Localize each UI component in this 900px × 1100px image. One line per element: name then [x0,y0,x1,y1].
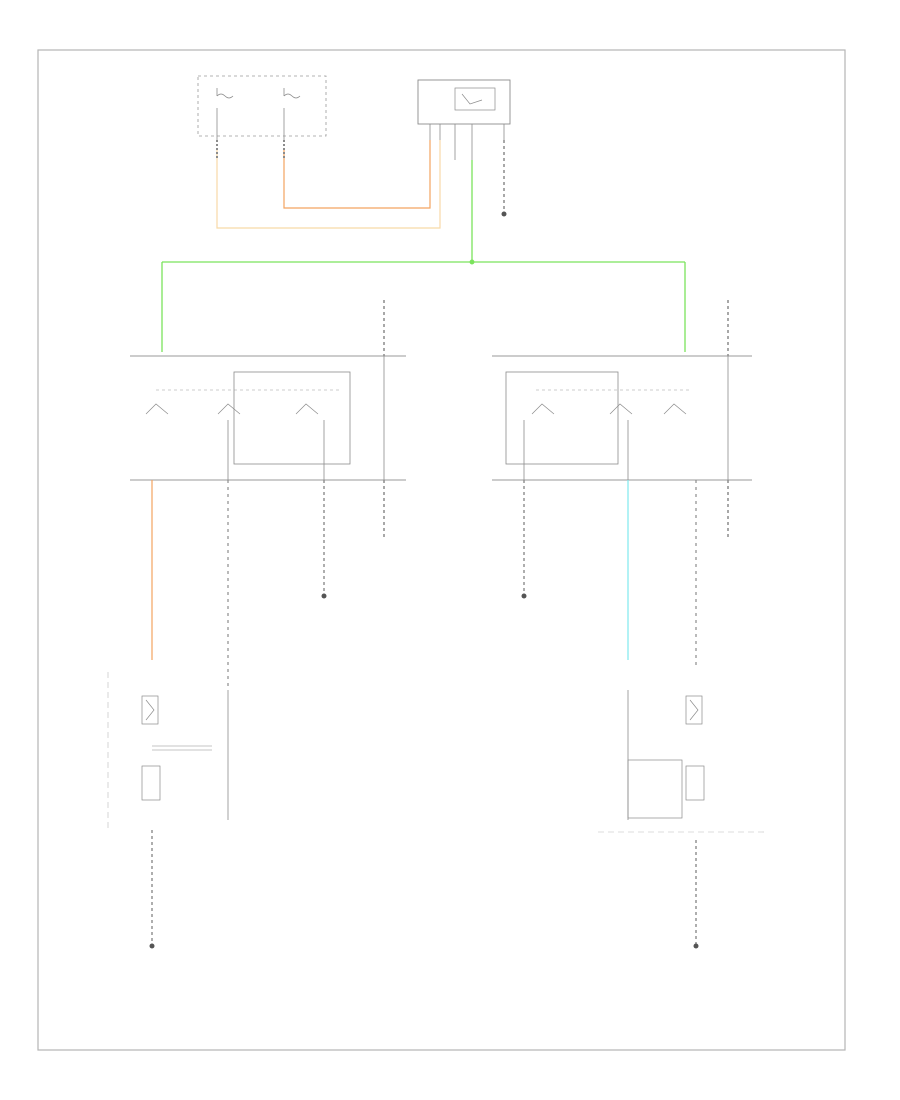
module-ground [501,140,507,217]
left-seat-elements [107,672,229,949]
right-heater-switch [492,355,752,481]
wire-light-orange [216,140,441,229]
right-seat-elements [598,690,766,949]
fuse-b-symbol [283,88,301,140]
left-heater-switch [130,355,406,481]
wire-orange [283,140,431,209]
control-module [417,79,511,160]
fuse-a-symbol [216,88,234,140]
fuse-block [197,75,327,140]
fuse-output-wires [216,140,441,229]
diagram-frame [37,49,846,1051]
right-output-wires [521,480,697,668]
green-bus [161,160,686,352]
left-output-wires [151,480,327,690]
